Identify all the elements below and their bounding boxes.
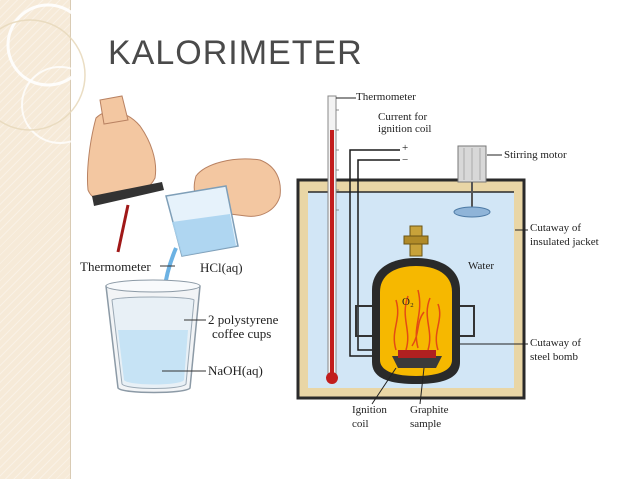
- bomb-valve: [403, 225, 429, 257]
- jacket-label-line2: insulated jacket: [530, 236, 599, 248]
- graphite-sample-dish: [392, 350, 442, 368]
- current-label-line2: ignition coil: [378, 123, 432, 135]
- ignition-label-line1: Ignition: [352, 404, 387, 416]
- coffee-thermometer-label: Thermometer: [80, 259, 151, 274]
- ignition-label-line2: coil: [352, 418, 369, 430]
- acid-label: HCl(aq): [200, 260, 243, 275]
- oxygen-label: O₂: [402, 296, 414, 308]
- combustion-flames: [393, 289, 441, 351]
- bomb-leaders: [336, 97, 528, 405]
- left-hand: [87, 95, 164, 206]
- current-label-line1: Current for: [378, 111, 428, 123]
- graphite-label-line1: Graphite: [410, 404, 449, 416]
- stirring-motor: [453, 145, 491, 218]
- plus-terminal-label: +: [402, 142, 409, 154]
- decorative-side-strip: [0, 0, 71, 479]
- graphite-label-line2: sample: [410, 418, 442, 430]
- thermometer-stick: [116, 204, 130, 253]
- coffee-cup-leaders: [160, 265, 206, 372]
- steel-label-line2: steel bomb: [530, 351, 578, 363]
- acid-beaker: [165, 185, 239, 257]
- bomb-thermometer: [326, 95, 339, 384]
- minus-terminal-label: −: [402, 154, 409, 166]
- steel-label-line1: Cutaway of: [530, 337, 582, 349]
- cups-label-line2: coffee cups: [212, 326, 272, 341]
- base-label: NaOH(aq): [208, 363, 263, 378]
- steel-bomb-interior: [380, 266, 452, 376]
- bomb-thermometer-label: Thermometer: [356, 91, 416, 103]
- slide-title: KALORIMETER: [108, 34, 363, 72]
- stirring-motor-label: Stirring motor: [504, 149, 567, 161]
- polystyrene-cups: [105, 279, 201, 394]
- water-label: Water: [468, 260, 494, 272]
- cups-label-line1: 2 polystyrene: [208, 312, 279, 327]
- jacket-label-line1: Cutaway of: [530, 222, 582, 234]
